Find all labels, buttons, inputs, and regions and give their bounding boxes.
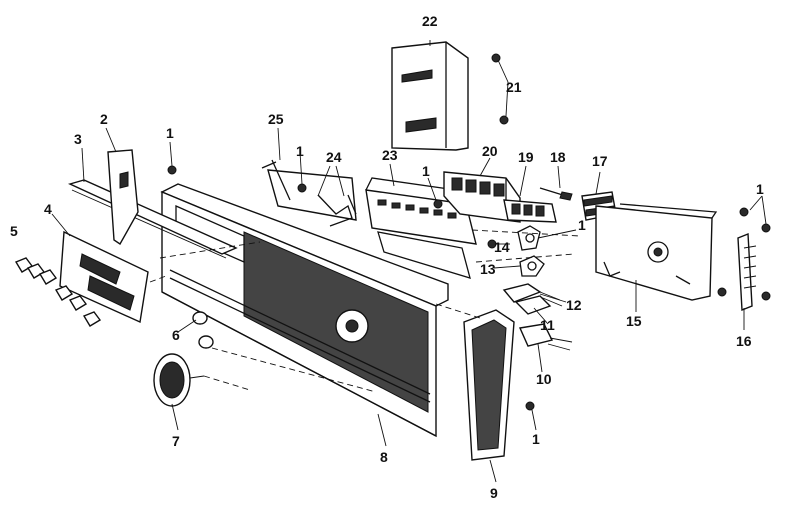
part-11-switch: [514, 295, 552, 315]
callout-6: 6: [172, 327, 180, 343]
callout-3: 3: [74, 131, 82, 147]
callout-14: 14: [494, 239, 510, 255]
part-12-switch: [502, 283, 563, 307]
part-7-knob: [153, 353, 205, 407]
part-25-bracket: [261, 159, 357, 221]
callout-20: 20: [482, 143, 498, 159]
part-16-terminal-strip: [737, 232, 757, 312]
part-24-bracket: [317, 194, 357, 227]
callout-8: 8: [380, 449, 388, 465]
part-20-19-terminal-block: [443, 171, 557, 223]
callout-16: 16: [736, 333, 752, 349]
part-6-knob-inserts: [192, 311, 214, 349]
part-23-switch-housing: [365, 177, 477, 279]
part-22-cover: [391, 41, 469, 151]
callout-13: 13: [480, 261, 496, 277]
part-8-console-panel: [160, 183, 449, 438]
callout-5: 5: [10, 223, 18, 239]
part-9-grille: [463, 309, 515, 461]
callout-21: 21: [506, 79, 522, 95]
callout-22: 22: [422, 13, 438, 29]
callout-1-a: 1: [296, 143, 304, 159]
callout-15: 15: [626, 313, 642, 329]
part-14-clip: [517, 225, 541, 251]
leader-lines: [51, 40, 767, 483]
callout-12: 12: [566, 297, 582, 313]
callout-11: 11: [540, 317, 555, 333]
callout-1-c: 1: [756, 181, 764, 197]
part-5-buttons: [14, 257, 102, 327]
callout-25: 25: [268, 111, 284, 127]
callout-17: 17: [592, 153, 608, 169]
callout-10: 10: [536, 371, 552, 387]
callout-1-f: 1: [532, 431, 540, 447]
callout-24: 24: [326, 149, 342, 165]
part-15-timer: [595, 203, 718, 301]
part-2-bracket: [107, 149, 139, 246]
part-18-screw: [539, 187, 573, 201]
part-10-switch: [518, 323, 573, 351]
callout-9: 9: [490, 485, 498, 501]
callout-7: 7: [172, 433, 180, 449]
callout-4: 4: [44, 201, 52, 217]
assembly-lines: [149, 229, 581, 393]
part-4-overlay: [59, 230, 149, 324]
part-13-clip: [519, 255, 545, 277]
callout-23: 23: [382, 147, 398, 163]
callout-1-b: 1: [422, 163, 430, 179]
callout-19: 19: [518, 149, 534, 165]
callout-18: 18: [550, 149, 566, 165]
screws: [167, 53, 771, 411]
callout-1-d: 1: [166, 125, 174, 141]
callout-1-e: 1: [578, 217, 586, 233]
callout-2: 2: [100, 111, 108, 127]
callout-labels: 22 21 25 1 24 23 1 20 19 18 17 1 2 1 3 4…: [10, 13, 764, 501]
